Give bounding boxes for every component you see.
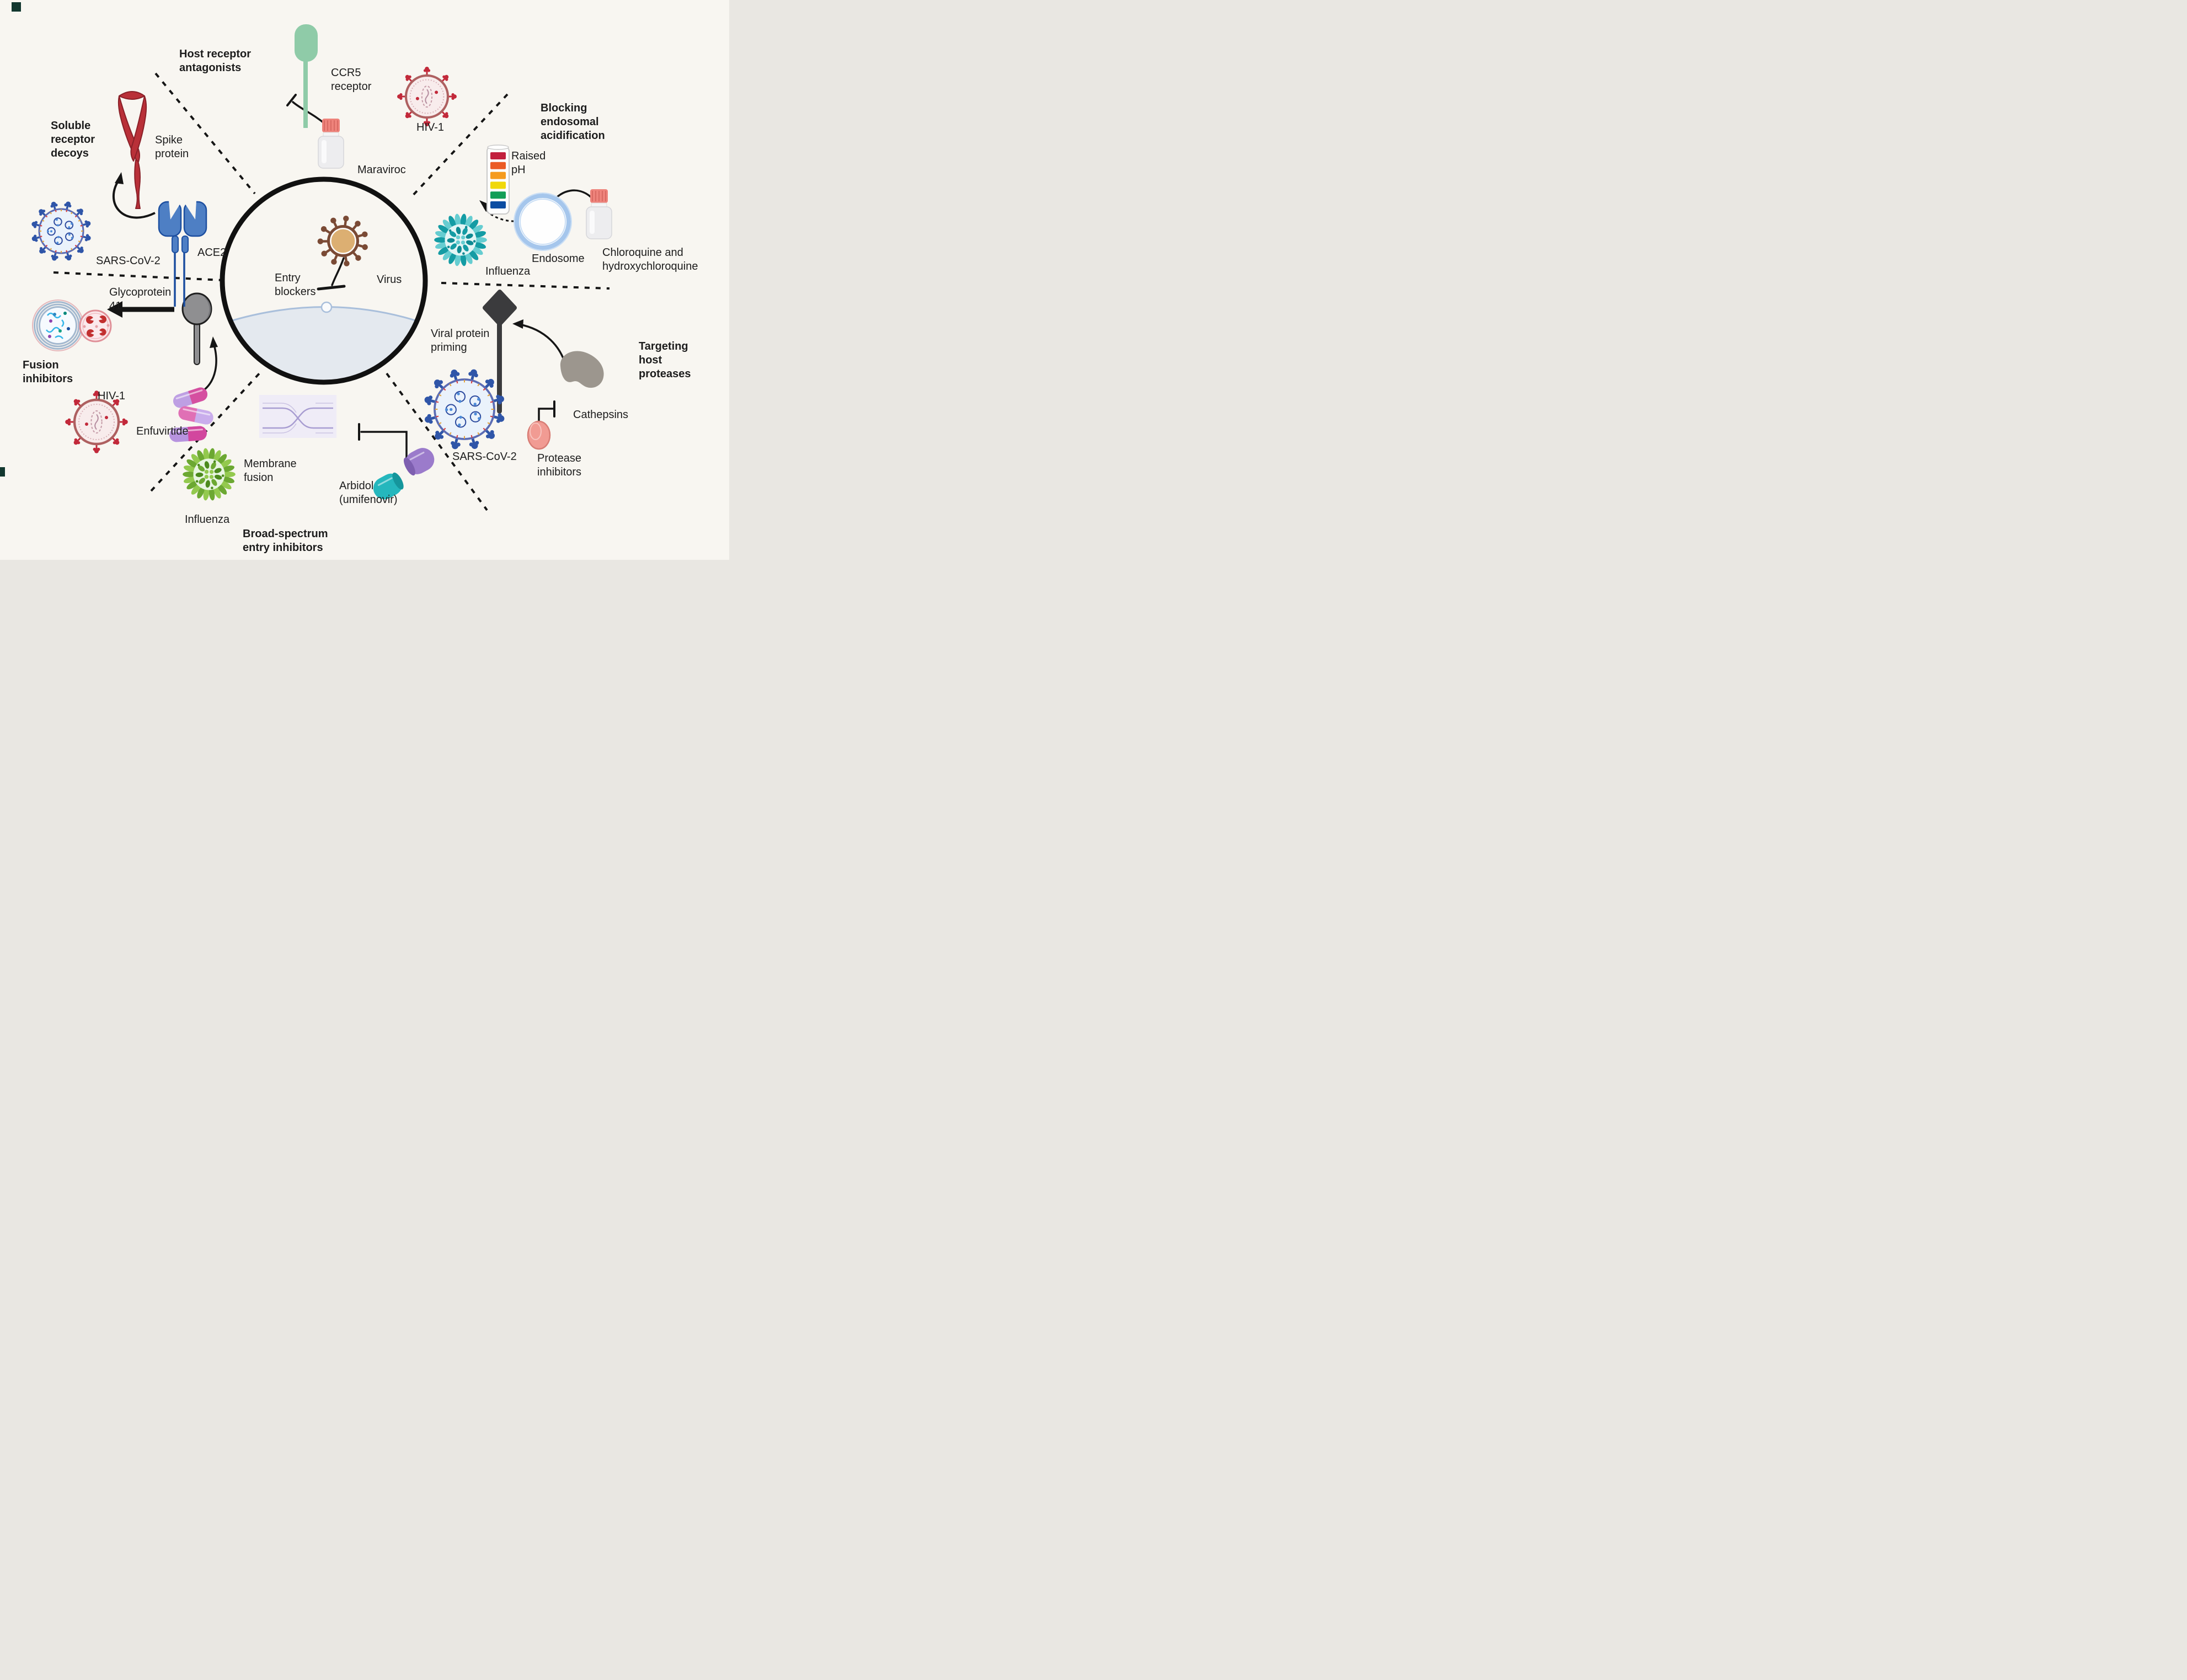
central-cell-circle bbox=[220, 176, 428, 385]
diagram-canvas: Host receptor antagonists Soluble recept… bbox=[0, 0, 729, 560]
label-raised-ph: Raised pH bbox=[511, 150, 546, 176]
ccr5-receptor-icon bbox=[295, 24, 318, 128]
glycoprotein-41-icon bbox=[181, 292, 212, 365]
hiv-1-virus-icon bbox=[65, 390, 128, 453]
ph-strip-icon bbox=[486, 145, 510, 215]
label-membrane-fusion: Membrane fusion bbox=[244, 458, 297, 484]
endosome-icon bbox=[514, 192, 572, 251]
fusion-arrow-icon bbox=[107, 301, 174, 318]
label-arbidol: Arbidol (umifenovir) bbox=[339, 480, 398, 506]
label-cathepsins: Cathepsins bbox=[573, 409, 629, 421]
protease-inhibitor-icon bbox=[527, 420, 551, 450]
label-chloroquine: Chloroquine and hydroxychloroquine bbox=[602, 247, 698, 273]
corner-mark-icon bbox=[0, 467, 5, 477]
raised-ph-dashed-arrow-icon bbox=[479, 200, 520, 222]
priming-arrow-icon bbox=[512, 319, 568, 369]
label-influenza-right: Influenza bbox=[485, 265, 531, 277]
entry-block-inhibition-icon bbox=[317, 257, 346, 291]
label-ace2: ACE2 bbox=[197, 247, 227, 259]
label-hiv1-top: HIV-1 bbox=[416, 121, 445, 133]
decoy-binding-arrow-icon bbox=[113, 172, 156, 219]
hiv-1-virus-icon bbox=[397, 67, 457, 126]
fusion-event-icon bbox=[32, 299, 112, 351]
corner-mark-icon bbox=[12, 2, 21, 12]
diagram-artwork bbox=[0, 2, 612, 511]
enfuvirtide-pill-icon bbox=[173, 387, 208, 408]
maraviroc-bottle-icon bbox=[318, 119, 344, 169]
label-entry-blockers: Entry blockers bbox=[275, 272, 316, 298]
arbidol-capsule-half-icon bbox=[373, 472, 404, 500]
ace2-receptor-icon bbox=[158, 201, 207, 307]
arbidol-capsule-half-icon bbox=[403, 448, 435, 476]
spike-protein-icon bbox=[117, 91, 147, 209]
generic-virus-icon bbox=[317, 215, 368, 266]
label-influenza-bottom: Influenza bbox=[185, 513, 230, 526]
label-virus: Virus bbox=[377, 274, 402, 286]
cargo-dots-icon bbox=[48, 312, 70, 338]
label-endosome: Endosome bbox=[532, 253, 585, 265]
label-spike-protein: Spike protein bbox=[155, 134, 189, 160]
label-glycoprotein-41: Glycoprotein 41 bbox=[109, 286, 172, 313]
heading-soluble-receptor-decoys: Soluble receptor decoys bbox=[51, 120, 95, 160]
cathepsin-icon bbox=[560, 351, 604, 388]
heading-host-receptor-antagonists: Host receptor antagonists bbox=[179, 48, 252, 74]
enfuvirtide-pill-icon bbox=[178, 406, 213, 425]
cell-membrane-icon bbox=[224, 301, 423, 380]
arbidol-inhibition-icon bbox=[358, 423, 408, 467]
influenza-virus-icon bbox=[183, 448, 236, 501]
heading-fusion-inhibitors: Fusion inhibitors bbox=[23, 359, 73, 386]
viral-proteins-icon bbox=[83, 315, 110, 337]
heading-targeting-host-proteases: Targeting host proteases bbox=[639, 340, 691, 381]
sars-cov-2-virus-icon bbox=[31, 201, 91, 261]
endocytic-pit-icon bbox=[320, 301, 333, 313]
label-sars-cov-2-left: SARS-CoV-2 bbox=[96, 255, 161, 267]
heading-blocking-endosomal-acidification: Blocking endosomal acidification bbox=[541, 102, 605, 142]
enfuvirtide-arrow-icon bbox=[203, 336, 218, 391]
protease-inhibition-icon bbox=[538, 400, 555, 422]
label-protease-inhibitors: Protease inhibitors bbox=[537, 452, 582, 479]
label-maraviroc: Maraviroc bbox=[357, 164, 406, 176]
label-sars-cov-2-bottom: SARS-CoV-2 bbox=[452, 451, 517, 463]
viral-protein-pin-icon bbox=[483, 290, 517, 414]
label-viral-protein-priming: Viral protein priming bbox=[431, 328, 490, 354]
chloroquine-bottle-icon bbox=[586, 189, 612, 239]
enfuvirtide-pill-icon bbox=[169, 426, 207, 442]
influenza-virus-icon bbox=[434, 213, 487, 266]
label-ccr5-receptor: CCR5 receptor bbox=[331, 67, 372, 93]
label-enfuvirtide: Enfuvirtide bbox=[136, 425, 189, 437]
membrane-fusion-panel-icon bbox=[259, 395, 336, 438]
heading-broad-spectrum-entry-inhibitors: Broad-spectrum entry inhibitors bbox=[243, 528, 328, 554]
sars-cov-2-virus-icon bbox=[424, 369, 505, 450]
label-hiv1-left: HIV-1 bbox=[98, 390, 126, 402]
